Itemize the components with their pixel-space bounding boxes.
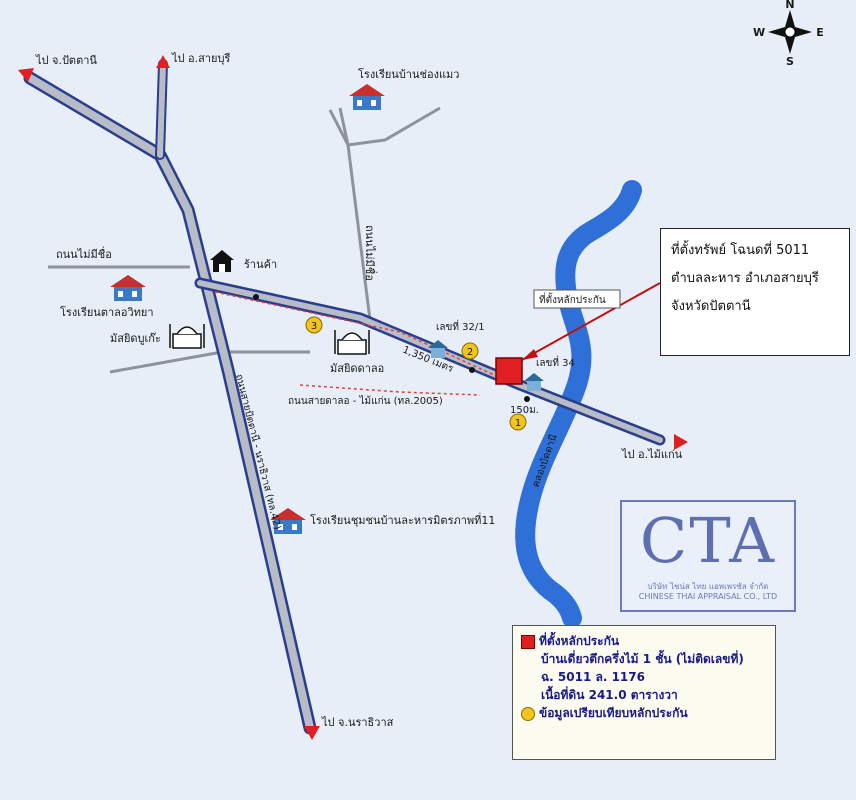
- label-to-narathiwat: ไป จ.นราธิวาส: [321, 716, 394, 729]
- collateral-marker: [495, 357, 523, 385]
- logo-text: CTA: [639, 504, 777, 577]
- callout-line-3: จังหวัดปัตตานี: [671, 299, 751, 314]
- arrow-to-saiburi-icon: [156, 55, 170, 68]
- house-icons: [428, 340, 544, 391]
- comparable-2: [461, 342, 479, 360]
- house-32-1-icon: [428, 340, 448, 358]
- label-road-mai-mi-chue: ถนนไม่มีชื่อ: [56, 246, 112, 261]
- arrow-to-pattani-icon: [18, 68, 34, 82]
- school-community-icon: [270, 508, 306, 534]
- callout-arrowhead-icon: [522, 349, 538, 360]
- compass-w: W: [753, 26, 765, 39]
- school-chong-maeo-icon: [349, 84, 385, 110]
- road-dots: [253, 294, 530, 402]
- mosque-bukeh-icon: [169, 324, 205, 349]
- label-mosque-dalo: มัสยิดดาลอ: [330, 362, 384, 375]
- label-school-chong-maeo: โรงเรียนบ้านช่องแมว: [358, 67, 459, 81]
- comparable-circle-icon: [521, 706, 535, 721]
- mosque-dalo-icon: [334, 330, 370, 355]
- legend-comparable-label: ข้อมูลเปรียบเทียบหลักประกัน: [539, 706, 688, 720]
- label-house-32-1: เลขที่ 32/1: [436, 319, 485, 333]
- legend-desc-3: เนื้อที่ดิน 241.0 ตารางวา: [541, 688, 678, 702]
- legend-desc-1: บ้านเดี่ยวตึกครึ่งไม้ 1 ชั้น (ไม่ติดเลขท…: [541, 652, 744, 666]
- label-mosque-bukeh: มัสยิดบูเก๊ะ: [110, 332, 161, 345]
- road-arrows: [18, 55, 688, 740]
- compass-rose-icon: N S E W: [753, 0, 824, 68]
- label-school-community: โรงเรียนชุมชนบ้านละหารมิตรภาพที่11: [310, 512, 495, 527]
- legend-collateral-row: ที่ตั้งหลักประกัน: [521, 632, 767, 650]
- side-roads: [48, 106, 441, 374]
- label-to-mai-kaen: ไป อ.ไม้แก่น: [621, 448, 683, 461]
- compass-n: N: [785, 0, 794, 11]
- house-34-icon: [524, 373, 544, 391]
- mosque-icons: [169, 324, 370, 355]
- callout-line-1: ที่ตั้งทรัพย์ โฉนดที่ 5011: [671, 243, 810, 258]
- river: [515, 180, 642, 628]
- shop-icon: [210, 250, 234, 272]
- measure-lines: [214, 291, 506, 396]
- compass-s: S: [786, 55, 794, 68]
- label-shop: ร้านค้า: [244, 258, 277, 271]
- school-icons: [110, 84, 385, 534]
- school-talo-withaya-icon: [110, 275, 146, 301]
- comparable-3-label: 3: [311, 321, 317, 332]
- legend-collateral-label: ที่ตั้งหลักประกัน: [539, 634, 620, 648]
- collateral-tag-box: [533, 289, 621, 309]
- legend-comparable-row: ข้อมูลเปรียบเทียบหลักประกัน: [521, 704, 767, 722]
- label-road-saidalo: ถนนสายดาลอ - ไม้แก่น (ทล.2005): [288, 395, 443, 407]
- logo-sub-en: CHINESE THAI APPRAISAL CO., LTD: [638, 592, 778, 601]
- legend-desc-2: ฉ. 5011 ล. 1176: [541, 670, 645, 684]
- collateral-tag-label: ที่ตั้งหลักประกัน: [539, 292, 606, 306]
- label-house-34: เลขที่ 34: [536, 355, 575, 369]
- collateral-square-icon: [521, 634, 535, 649]
- compass-e: E: [816, 26, 824, 39]
- callout-pointer: [521, 282, 661, 361]
- arrow-to-narathiwat-icon: [304, 726, 320, 740]
- label-road-vertical: ถนนไม่มีชื่อ: [363, 225, 378, 281]
- label-school-talo-withaya: โรงเรียนตาลอวิทยา: [60, 305, 154, 319]
- label-to-pattani: ไป จ.ปัตตานี: [35, 54, 97, 67]
- label-to-saiburi: ไป อ.สายบุรี: [171, 52, 230, 65]
- property-callout: ที่ตั้งทรัพย์ โฉนดที่ 5011 ตำบลละหาร อำเ…: [660, 228, 850, 356]
- comparable-2-label: 2: [467, 347, 473, 358]
- comparable-1: [509, 413, 527, 431]
- callout-line-2: ตำบลละหาร อำเภอสายบุรี: [671, 271, 819, 286]
- comparable-1-label: 1: [515, 418, 521, 429]
- arrow-to-mai-kaen-icon: [674, 434, 688, 450]
- company-logo: CTA บริษัท ไชน่ส ไทย แอพเพรซัล จำกัด CHI…: [620, 500, 796, 612]
- comparable-3: [305, 316, 323, 334]
- main-roads: [23, 59, 666, 735]
- label-distance-150: 150ม.: [510, 405, 539, 416]
- logo-sub-thai: บริษัท ไชน่ส ไทย แอพเพรซัล จำกัด: [647, 582, 769, 591]
- map-legend: ที่ตั้งหลักประกัน บ้านเดี่ยวตึกครึ่งไม้ …: [512, 625, 776, 760]
- comparable-markers: 1 2 3: [305, 316, 527, 431]
